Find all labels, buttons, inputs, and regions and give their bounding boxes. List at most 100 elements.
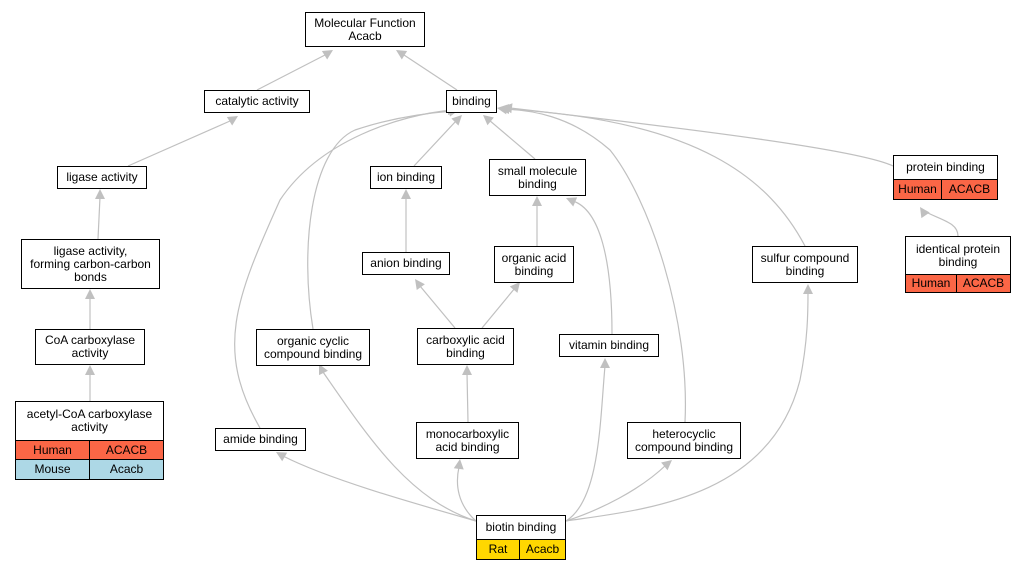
arrowhead xyxy=(532,196,542,206)
node-ion-binding[interactable]: ion binding xyxy=(370,166,442,189)
arrowhead xyxy=(401,189,411,199)
edge-line xyxy=(256,54,326,91)
arrowhead xyxy=(453,459,464,470)
arrowhead xyxy=(462,365,472,375)
node-vitamin-binding[interactable]: vitamin binding xyxy=(559,334,659,357)
node-amide-binding[interactable]: amide binding xyxy=(215,428,306,451)
edge-line xyxy=(282,455,477,522)
node-label: organic acid binding xyxy=(494,246,574,283)
arrowhead xyxy=(321,50,333,60)
node-heterocyclic-compound-binding[interactable]: heterocyclic compound binding xyxy=(627,422,741,459)
edge-line xyxy=(565,365,606,522)
arrowhead xyxy=(415,279,425,291)
node-label: protein binding xyxy=(893,155,998,179)
edge-line xyxy=(503,108,687,423)
node-label: biotin binding xyxy=(476,515,566,539)
arrowhead xyxy=(85,365,95,375)
arrowhead xyxy=(226,116,238,126)
node-label: monocarboxylic acid binding xyxy=(416,422,519,459)
arrowhead xyxy=(95,189,105,199)
node-ligase-cc[interactable]: ligase activity, forming carbon-carbon b… xyxy=(21,239,160,289)
node-molecular-function[interactable]: Molecular Function Acacb xyxy=(305,12,425,47)
node-label: ion binding xyxy=(370,166,442,189)
node-label: ligase activity, forming carbon-carbon b… xyxy=(21,239,160,289)
node-label: binding xyxy=(446,90,497,113)
edge-line xyxy=(565,464,667,522)
node-label: ligase activity xyxy=(57,166,147,189)
node-label: CoA carboxylase activity xyxy=(35,329,145,365)
species-cell: Human xyxy=(893,179,942,200)
node-label: sulfur compound binding xyxy=(752,246,858,283)
edge-line xyxy=(481,287,516,329)
node-organic-acid-binding[interactable]: organic acid binding xyxy=(494,246,574,283)
arrowhead xyxy=(600,358,610,368)
edge-line xyxy=(509,107,894,167)
node-organic-cyclic-compound-binding[interactable]: organic cyclic compound binding xyxy=(256,329,370,366)
node-monocarboxylic-acid-binding[interactable]: monocarboxylic acid binding xyxy=(416,422,519,459)
node-label: amide binding xyxy=(215,428,306,451)
arrowhead xyxy=(661,460,672,471)
arrowhead xyxy=(803,284,813,294)
edge-line xyxy=(127,120,231,167)
edge-line xyxy=(322,371,477,522)
node-label: anion binding xyxy=(362,252,450,275)
node-small-molecule-binding[interactable]: small molecule binding xyxy=(489,159,586,196)
node-ligase-activity[interactable]: ligase activity xyxy=(57,166,147,189)
gene-cell: ACACB xyxy=(942,179,998,200)
species-cell: Human xyxy=(905,274,957,293)
node-label: carboxylic acid binding xyxy=(417,328,514,365)
node-label: Molecular Function Acacb xyxy=(305,12,425,47)
node-coa-carboxylase[interactable]: CoA carboxylase activity xyxy=(35,329,145,365)
node-label: identical protein binding xyxy=(905,236,1011,274)
node-carboxylic-acid-binding[interactable]: carboxylic acid binding xyxy=(417,328,514,365)
arrowhead xyxy=(396,50,408,60)
edge-line xyxy=(307,110,454,330)
edge-line xyxy=(419,285,456,329)
arrowhead xyxy=(509,282,520,293)
edge-line xyxy=(488,119,536,160)
edge-line xyxy=(234,109,453,429)
node-catalytic-activity[interactable]: catalytic activity xyxy=(204,90,310,113)
node-label: catalytic activity xyxy=(204,90,310,113)
node-label: heterocyclic compound binding xyxy=(627,422,741,459)
edge-line xyxy=(466,372,469,423)
node-sulfur-compound-binding[interactable]: sulfur compound binding xyxy=(752,246,858,283)
arrowhead xyxy=(85,289,95,299)
edge-line xyxy=(572,200,613,335)
edge-line xyxy=(456,466,477,522)
edge-line xyxy=(413,120,457,167)
arrowhead xyxy=(483,115,494,126)
node-label: acetyl-CoA carboxylase activity xyxy=(15,401,164,440)
edge-line xyxy=(565,291,809,522)
arrowhead xyxy=(566,197,578,207)
species-cell: Human xyxy=(15,440,90,460)
node-anion-binding[interactable]: anion binding xyxy=(362,252,450,275)
species-cell: Rat xyxy=(476,539,520,560)
arrowhead xyxy=(451,115,462,126)
edge-line xyxy=(97,196,101,240)
node-label: small molecule binding xyxy=(489,159,586,196)
gene-cell: ACACB xyxy=(90,440,164,460)
gene-cell: Acacb xyxy=(90,460,164,480)
node-binding[interactable]: binding xyxy=(446,90,497,113)
species-cell: Mouse xyxy=(15,460,90,480)
arrowhead xyxy=(319,364,328,376)
gene-cell: Acacb xyxy=(520,539,566,560)
arrowhead xyxy=(497,104,508,115)
arrowhead xyxy=(920,207,930,219)
node-label: organic cyclic compound binding xyxy=(256,329,370,366)
edge-line xyxy=(403,54,458,91)
gene-cell: ACACB xyxy=(957,274,1011,293)
edge-line xyxy=(504,108,806,247)
node-label: vitamin binding xyxy=(559,334,659,357)
